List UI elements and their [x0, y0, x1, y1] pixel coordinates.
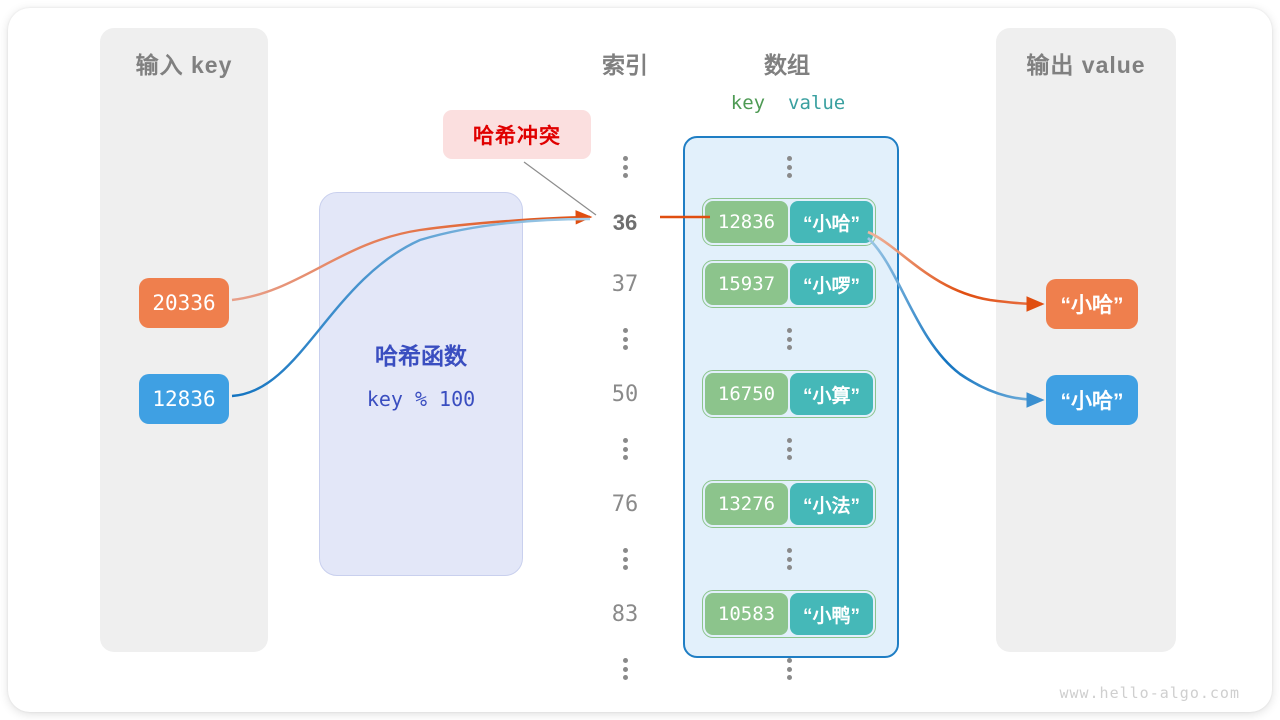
bucket-value: “小鸭” — [790, 593, 873, 635]
index-ellipsis — [614, 156, 636, 178]
array-ellipsis — [778, 328, 800, 350]
array-bucket[interactable]: 16750“小算” — [702, 370, 876, 418]
bucket-value: “小算” — [790, 373, 873, 415]
index-label-36: 36 — [612, 210, 638, 235]
input-key-chip-0[interactable]: 20336 — [139, 278, 229, 328]
array-bucket[interactable]: 10583“小鸭” — [702, 590, 876, 638]
index-ellipsis — [614, 328, 636, 350]
bucket-key: 16750 — [705, 373, 788, 415]
bucket-key: 13276 — [705, 483, 788, 525]
bucket-key: 10583 — [705, 593, 788, 635]
index-label-83: 83 — [611, 602, 639, 627]
index-label-50: 50 — [611, 382, 639, 407]
output-value-panel: 输出 value — [996, 28, 1176, 652]
bucket-value: “小哈” — [790, 201, 873, 243]
input-key-panel: 输入 key — [100, 28, 268, 652]
bucket-value: “小啰” — [790, 263, 873, 305]
index-ellipsis — [614, 438, 636, 460]
index-label-37: 37 — [611, 272, 639, 297]
hash-function-box: 哈希函数 key % 100 — [319, 192, 523, 576]
array-bucket[interactable]: 13276“小法” — [702, 480, 876, 528]
key-header-label: key — [730, 92, 766, 114]
index-ellipsis — [614, 548, 636, 570]
hash-function-name: 哈希函数 — [375, 343, 467, 369]
output-value-chip-0[interactable]: “小哈” — [1046, 279, 1138, 329]
index-label-76: 76 — [611, 492, 639, 517]
key-value-column-header: key value — [688, 92, 888, 114]
bucket-key: 15937 — [705, 263, 788, 305]
value-header-label: value — [788, 92, 846, 114]
hash-function-expression: key % 100 — [366, 387, 476, 411]
bucket-key: 12836 — [705, 201, 788, 243]
array-ellipsis — [778, 548, 800, 570]
site-watermark: www.hello-algo.com — [1059, 684, 1240, 702]
bucket-value: “小法” — [790, 483, 873, 525]
array-ellipsis — [778, 156, 800, 178]
array-bucket[interactable]: 12836“小哈” — [702, 198, 876, 246]
input-key-chip-1[interactable]: 12836 — [139, 374, 229, 424]
array-ellipsis — [778, 658, 800, 680]
input-panel-title: 输入 key — [135, 52, 233, 78]
hash-collision-callout: 哈希冲突 — [443, 110, 591, 159]
array-ellipsis — [778, 438, 800, 460]
index-column-header: 索引 — [602, 52, 648, 78]
array-bucket[interactable]: 15937“小啰” — [702, 260, 876, 308]
output-panel-title: 输出 value — [1026, 52, 1146, 78]
array-column-header: 数组 — [764, 52, 810, 78]
index-ellipsis — [614, 658, 636, 680]
output-value-chip-1[interactable]: “小哈” — [1046, 375, 1138, 425]
